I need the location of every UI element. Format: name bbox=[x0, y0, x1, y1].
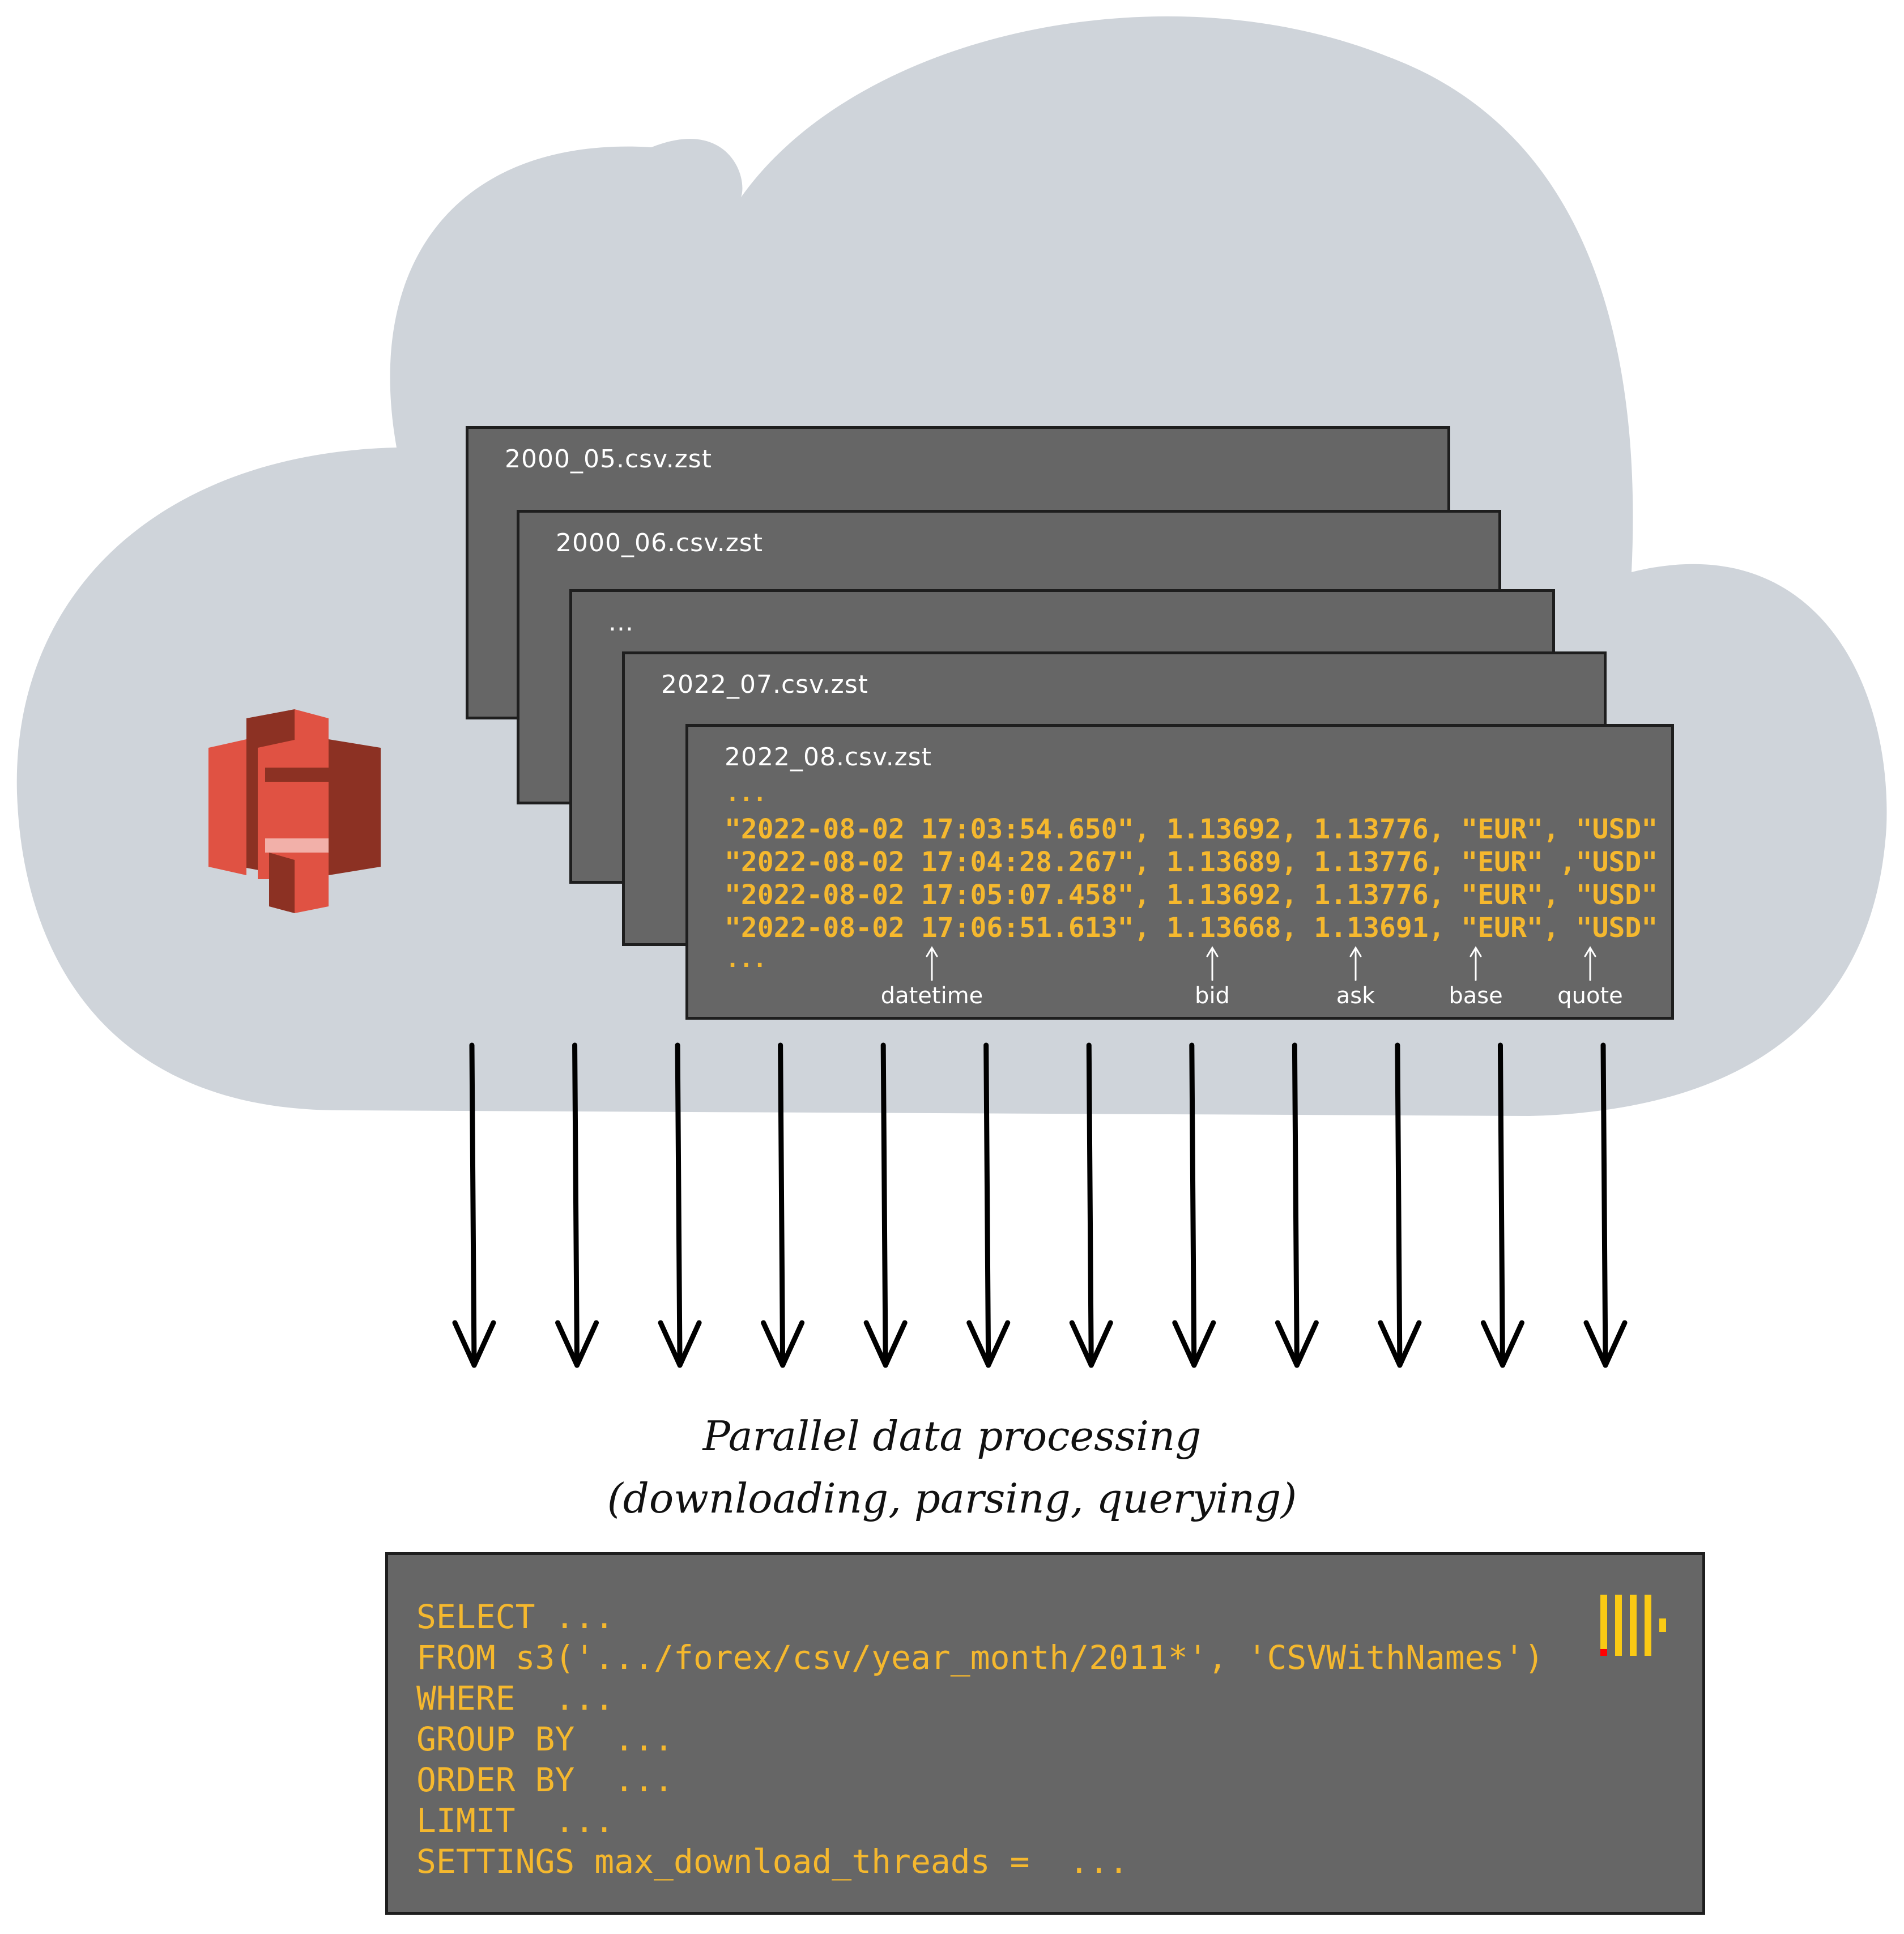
arrow-up-icon bbox=[926, 946, 938, 981]
csv-row: "2022-08-02 17:04:28.267", 1.13689, 1.13… bbox=[725, 846, 1658, 878]
sql-order-by: ORDER BY ... bbox=[416, 1761, 674, 1799]
csv-trailing-ellipsis: ... bbox=[726, 947, 767, 973]
clickhouse-logo-icon bbox=[1600, 1595, 1666, 1656]
csv-row: "2022-08-02 17:05:07.458", 1.13692, 1.13… bbox=[725, 879, 1658, 911]
arrow-down-icon bbox=[1583, 1042, 1628, 1368]
column-label-quote: quote bbox=[1557, 983, 1623, 1009]
arrows-group bbox=[452, 1042, 1628, 1368]
sql-where: WHERE ... bbox=[416, 1679, 615, 1718]
column-label-bid: bid bbox=[1195, 983, 1230, 1009]
file-name: 2000_05.csv.zst bbox=[505, 445, 712, 474]
arrow-down-icon bbox=[452, 1042, 496, 1368]
column-label-ask: ask bbox=[1336, 983, 1375, 1009]
arrow-down-icon bbox=[1378, 1042, 1422, 1368]
arrow-down-icon bbox=[1480, 1042, 1524, 1368]
sql-query-box: SELECT ... FROM s3('.../forex/csv/year_m… bbox=[385, 1552, 1705, 1915]
file-name: 2022_08.csv.zst bbox=[725, 743, 932, 772]
arrow-up-icon bbox=[1206, 946, 1219, 981]
arrow-down-icon bbox=[658, 1042, 702, 1368]
column-label-base: base bbox=[1449, 983, 1503, 1009]
arrow-down-icon bbox=[761, 1042, 805, 1368]
arrow-down-icon bbox=[966, 1042, 1011, 1368]
arrow-down-icon bbox=[1172, 1042, 1216, 1368]
caption-line-1: Parallel data processing bbox=[702, 1412, 1202, 1460]
csv-leading-ellipsis: ... bbox=[726, 781, 767, 807]
file-name: 2000_06.csv.zst bbox=[556, 529, 763, 557]
file-card-2022-08: 2022_08.csv.zst ... "2022-08-02 17:03:54… bbox=[685, 724, 1674, 1020]
sql-from: FROM s3('.../forex/csv/year_month/2011*'… bbox=[416, 1638, 1544, 1677]
sql-select: SELECT ... bbox=[416, 1598, 615, 1636]
file-name: ... bbox=[608, 608, 634, 637]
arrow-up-icon bbox=[1584, 946, 1596, 981]
column-label-datetime: datetime bbox=[880, 983, 983, 1009]
arrow-down-icon bbox=[1069, 1042, 1113, 1368]
caption-line-2: (downloading, parsing, querying) bbox=[607, 1475, 1297, 1522]
amazon-s3-icon bbox=[208, 709, 381, 913]
caption: Parallel data processing (downloading, p… bbox=[0, 1405, 1904, 1530]
arrow-up-icon bbox=[1469, 946, 1482, 981]
arrow-down-icon bbox=[555, 1042, 599, 1368]
sql-limit: LIMIT ... bbox=[416, 1801, 615, 1840]
arrow-down-icon bbox=[1275, 1042, 1319, 1368]
arrow-up-icon bbox=[1349, 946, 1362, 981]
sql-group-by: GROUP BY ... bbox=[416, 1720, 674, 1758]
csv-row: "2022-08-02 17:06:51.613", 1.13668, 1.13… bbox=[725, 912, 1658, 944]
column-pointer-arrows bbox=[926, 946, 1596, 981]
csv-row: "2022-08-02 17:03:54.650", 1.13692, 1.13… bbox=[725, 813, 1658, 845]
arrow-down-icon bbox=[863, 1042, 908, 1368]
sql-settings: SETTINGS max_download_threads = ... bbox=[416, 1842, 1129, 1881]
file-name: 2022_07.csv.zst bbox=[661, 670, 868, 699]
